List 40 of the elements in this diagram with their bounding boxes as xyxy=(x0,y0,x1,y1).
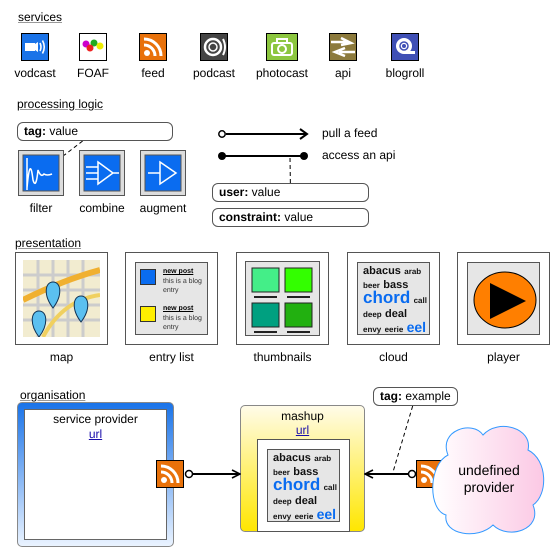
box-title: service provider xyxy=(52,412,139,426)
node-label: blogroll xyxy=(384,66,426,80)
node-label: cloud xyxy=(378,350,409,364)
node-label: FOAF xyxy=(76,66,110,80)
leader-line xyxy=(290,156,291,184)
tag-label: constraint: value xyxy=(212,208,369,227)
section-heading: services xyxy=(18,10,62,24)
node-label: augment xyxy=(138,201,188,215)
container-box xyxy=(240,405,365,532)
tag-label: tag: example xyxy=(373,387,458,406)
arrow xyxy=(184,469,241,479)
tag-label: user: value xyxy=(212,183,369,202)
url-link: url xyxy=(296,423,310,437)
box-title: mashup xyxy=(280,409,325,423)
leader-line xyxy=(392,406,414,472)
node-label: thumbnails xyxy=(252,350,313,364)
tag-cloud-text: abacus arab beer bass chord call deep deal envy eerie eel xyxy=(273,451,337,523)
node-label: undefined provider xyxy=(458,462,520,496)
tag-label: tag: value xyxy=(17,122,173,141)
node-label: api xyxy=(334,66,352,80)
section-heading: organisation xyxy=(20,388,86,402)
section-heading: presentation xyxy=(15,236,82,250)
node-label: feed xyxy=(140,66,166,80)
node-label: combine xyxy=(78,201,126,215)
url-link: url xyxy=(88,427,102,441)
rss-feed-icon xyxy=(156,460,184,488)
node-label: filter xyxy=(28,201,54,215)
legend-label: pull a feed xyxy=(322,126,378,140)
node-label: player xyxy=(486,350,521,364)
node-label: vodcast xyxy=(13,66,57,80)
section-heading: processing logic xyxy=(17,97,104,111)
node-label: photocast xyxy=(254,66,310,80)
node-label: podcast xyxy=(192,66,236,80)
node-label: entry list xyxy=(148,350,195,364)
legend-label: access an api xyxy=(322,148,396,162)
leader-line xyxy=(64,140,84,156)
node-label: map xyxy=(48,350,74,364)
container-box xyxy=(17,402,174,547)
tag-cloud-text: abacus arab beer bass chord call deep deal envy eerie eel xyxy=(363,264,427,336)
arrow xyxy=(364,469,416,479)
